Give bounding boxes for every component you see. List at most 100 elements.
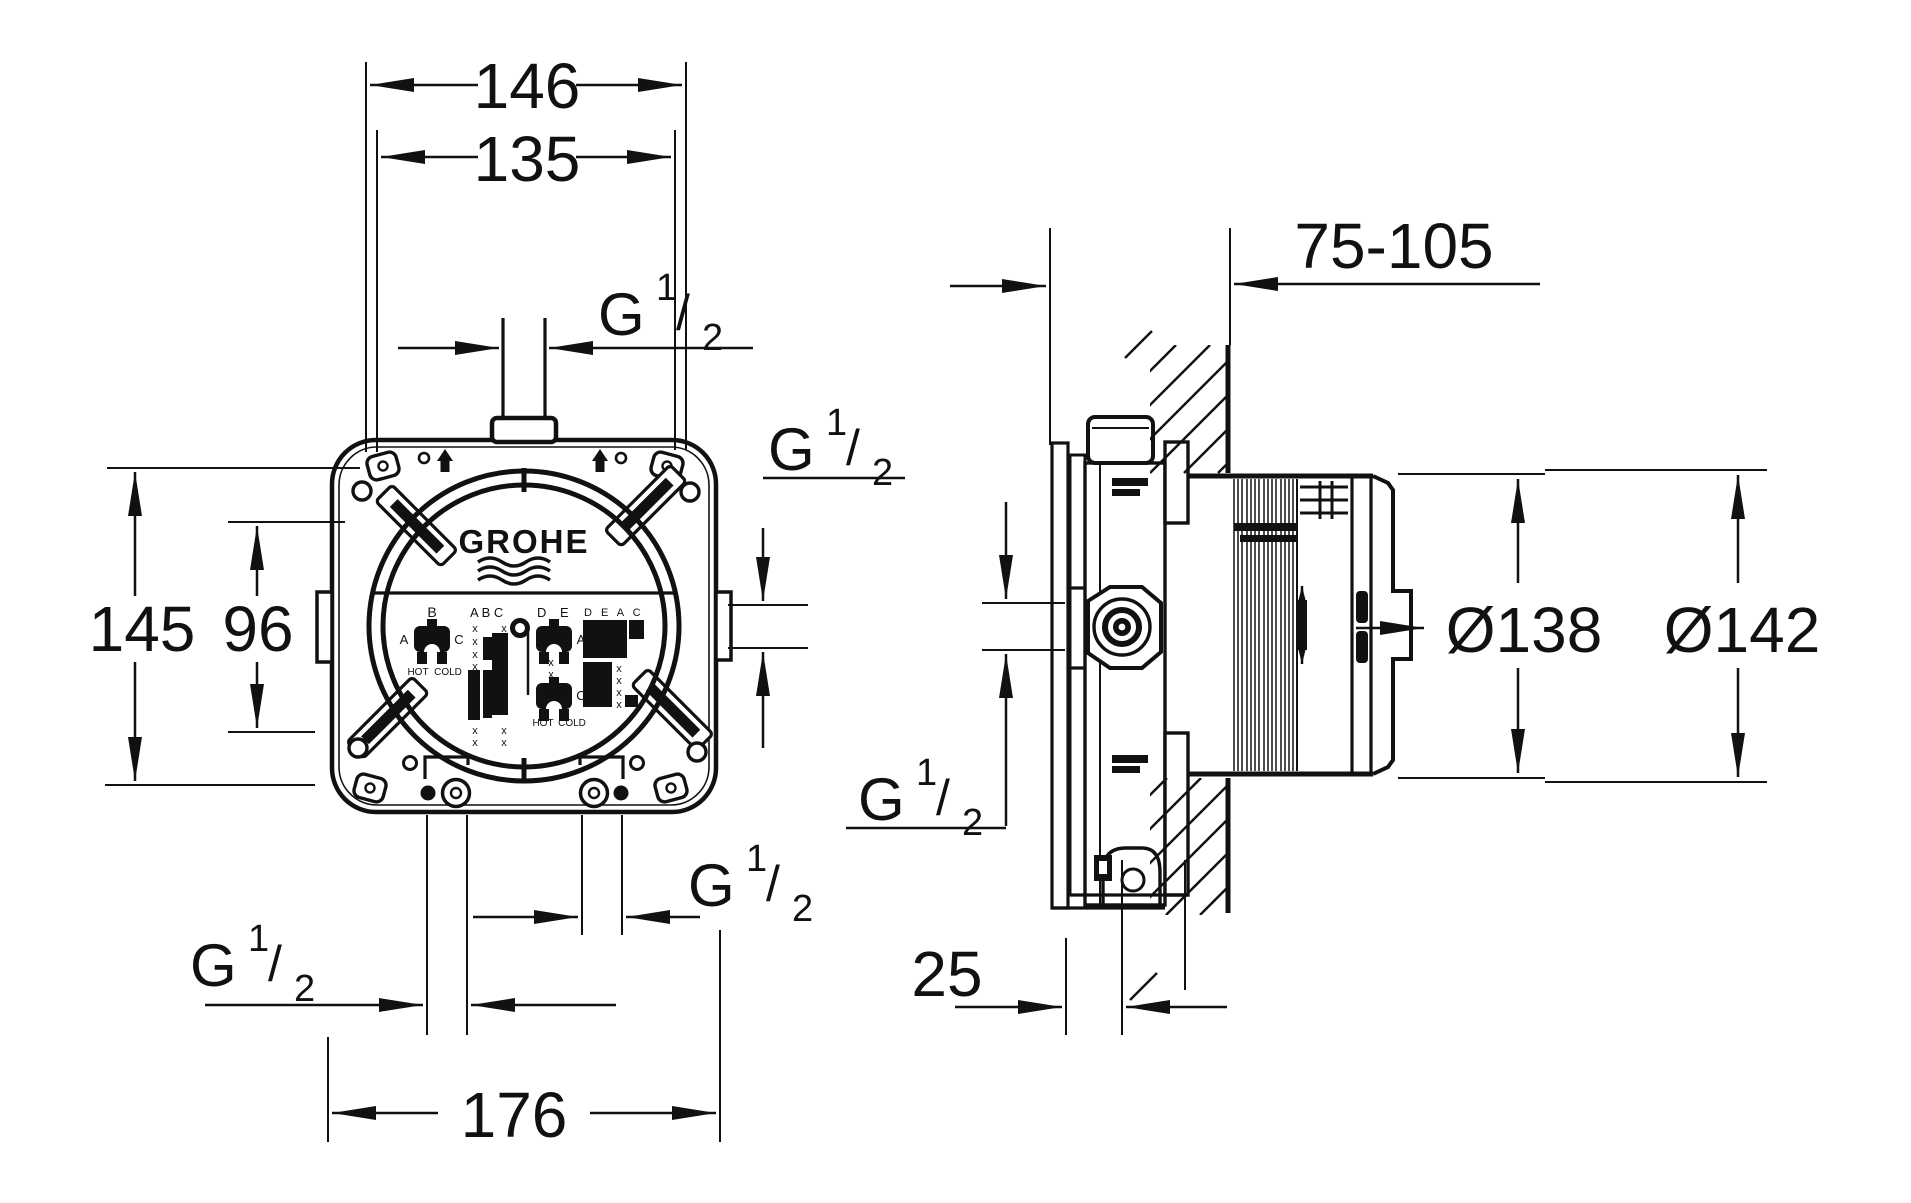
dim-label-145: 145: [89, 593, 196, 665]
sticker-dot: [510, 618, 530, 638]
front-plate-inner: [1068, 453, 1087, 897]
sleeve-clip: [1356, 631, 1368, 663]
sticker-x-mark: x: [616, 687, 622, 699]
svg-text:/: /: [766, 856, 780, 912]
sticker-x-mark: x: [472, 623, 478, 635]
wall-section: [1124, 330, 1231, 1001]
flange-profile: [1372, 474, 1413, 776]
side-dimensions: 75-105 G 1 / 2 25 Ø138 Ø142: [846, 210, 1820, 1035]
clip-screw: [351, 480, 373, 502]
svg-text:G: G: [598, 281, 645, 348]
sticker-x-mark: x: [501, 623, 507, 635]
dim-label-dia138: Ø138: [1446, 594, 1603, 666]
side-port-left: [315, 590, 334, 664]
sleeve-thread: [1233, 479, 1294, 771]
svg-text:2: 2: [702, 317, 723, 359]
sticker-cold-label: COLD: [558, 718, 586, 729]
bayonet-detail: [1300, 481, 1348, 519]
svg-text:1: 1: [656, 267, 677, 309]
grohe-logo: GROHE: [458, 523, 589, 560]
side-view: 75-105 G 1 / 2 25 Ø138 Ø142: [846, 210, 1820, 1035]
svg-text:G: G: [190, 932, 237, 999]
front-box-body: [315, 318, 733, 815]
valve-icon: [414, 619, 450, 664]
corner-tab: [653, 772, 689, 804]
up-arrow-icon: [417, 449, 453, 472]
box-body: [1083, 461, 1167, 907]
corner-tab: [352, 772, 388, 804]
svg-text:G: G: [768, 416, 815, 483]
sticker-label: D E A C: [584, 607, 644, 619]
valve-icon: [536, 619, 572, 664]
sticker-label: A: [400, 632, 409, 647]
retaining-clip: [631, 669, 713, 751]
sticker-x-mark: x: [472, 636, 478, 648]
bottom-bracket: [578, 755, 625, 779]
inlet-union: [1086, 585, 1163, 670]
svg-text:/: /: [846, 420, 860, 476]
svg-text:1: 1: [916, 752, 937, 794]
side-sleeve: [1188, 473, 1413, 777]
sticker-label: C: [576, 688, 585, 703]
sticker-x-mark: x: [472, 725, 478, 737]
box-inner-outline: [338, 446, 710, 806]
thread-label-side-view: G 1 / 2: [858, 752, 983, 844]
dim-label-96: 96: [222, 593, 293, 665]
logo-waves-icon: [477, 556, 551, 586]
sticker-x-mark: x: [548, 657, 554, 669]
dim-label-146: 146: [474, 50, 581, 122]
svg-text:/: /: [268, 936, 282, 992]
clip-screw: [347, 737, 369, 759]
wall-hatch-bottom: [1150, 778, 1228, 915]
sticker-cold-label: COLD: [434, 667, 462, 678]
clip-screw: [679, 481, 701, 503]
top-clamp: [1086, 415, 1155, 465]
bottom-port-plug: [420, 785, 436, 801]
thread-label-bottom-right: G 1 / 2: [688, 838, 813, 930]
sticker-x-mark: x: [472, 661, 478, 673]
adjust-arrow-icon: [1297, 586, 1307, 664]
corner-tab: [365, 450, 401, 482]
svg-text:1: 1: [826, 402, 847, 444]
bottom-port: [578, 777, 610, 809]
dim-label-176: 176: [461, 1079, 568, 1151]
thread-label-side: G 1 / 2: [768, 402, 893, 494]
sticker-x-mark: x: [472, 737, 478, 749]
sticker-label: A: [577, 632, 586, 647]
valve-icon: [536, 677, 572, 721]
sticker-hot-label: HOT: [407, 667, 428, 678]
svg-text:2: 2: [872, 452, 893, 494]
svg-text:2: 2: [962, 802, 983, 844]
front-sticker: B A C HOT COLD A B C x x x x x x x: [372, 591, 676, 749]
dim-label-75-105: 75-105: [1294, 210, 1493, 282]
thread-label-bottom-left: G 1 / 2: [190, 918, 315, 1010]
front-plate: [1050, 441, 1070, 910]
sticker-x-mark: x: [616, 699, 622, 711]
wall-bracket-top: [1163, 440, 1190, 525]
sticker-label: C: [454, 632, 463, 647]
clip-screw: [686, 741, 708, 763]
svg-text:/: /: [936, 770, 950, 826]
sleeve-clip: [1356, 591, 1368, 623]
wall-hatch-top: [1150, 345, 1228, 474]
retaining-clip: [375, 485, 457, 567]
bottom-bracket: [423, 755, 470, 779]
svg-text:1: 1: [746, 838, 767, 880]
sticker-label: B: [427, 604, 436, 620]
sticker-x-mark: x: [501, 725, 507, 737]
sticker-x-mark: x: [616, 675, 622, 687]
front-circle: GROHE: [366, 468, 682, 784]
screw-hole: [629, 755, 645, 771]
sticker-x-mark: x: [472, 649, 478, 661]
bottom-port-plug: [613, 785, 629, 801]
sticker-x-mark: x: [548, 669, 554, 681]
retaining-clip: [605, 465, 687, 547]
up-arrow-icon: [592, 449, 628, 472]
sticker-label: A B C: [470, 605, 503, 620]
sticker-x-mark: x: [501, 737, 507, 749]
side-port-right: [714, 590, 733, 662]
svg-text:G: G: [688, 852, 735, 919]
bottom-port: [440, 777, 472, 809]
dim-label-dia142: Ø142: [1664, 594, 1821, 666]
